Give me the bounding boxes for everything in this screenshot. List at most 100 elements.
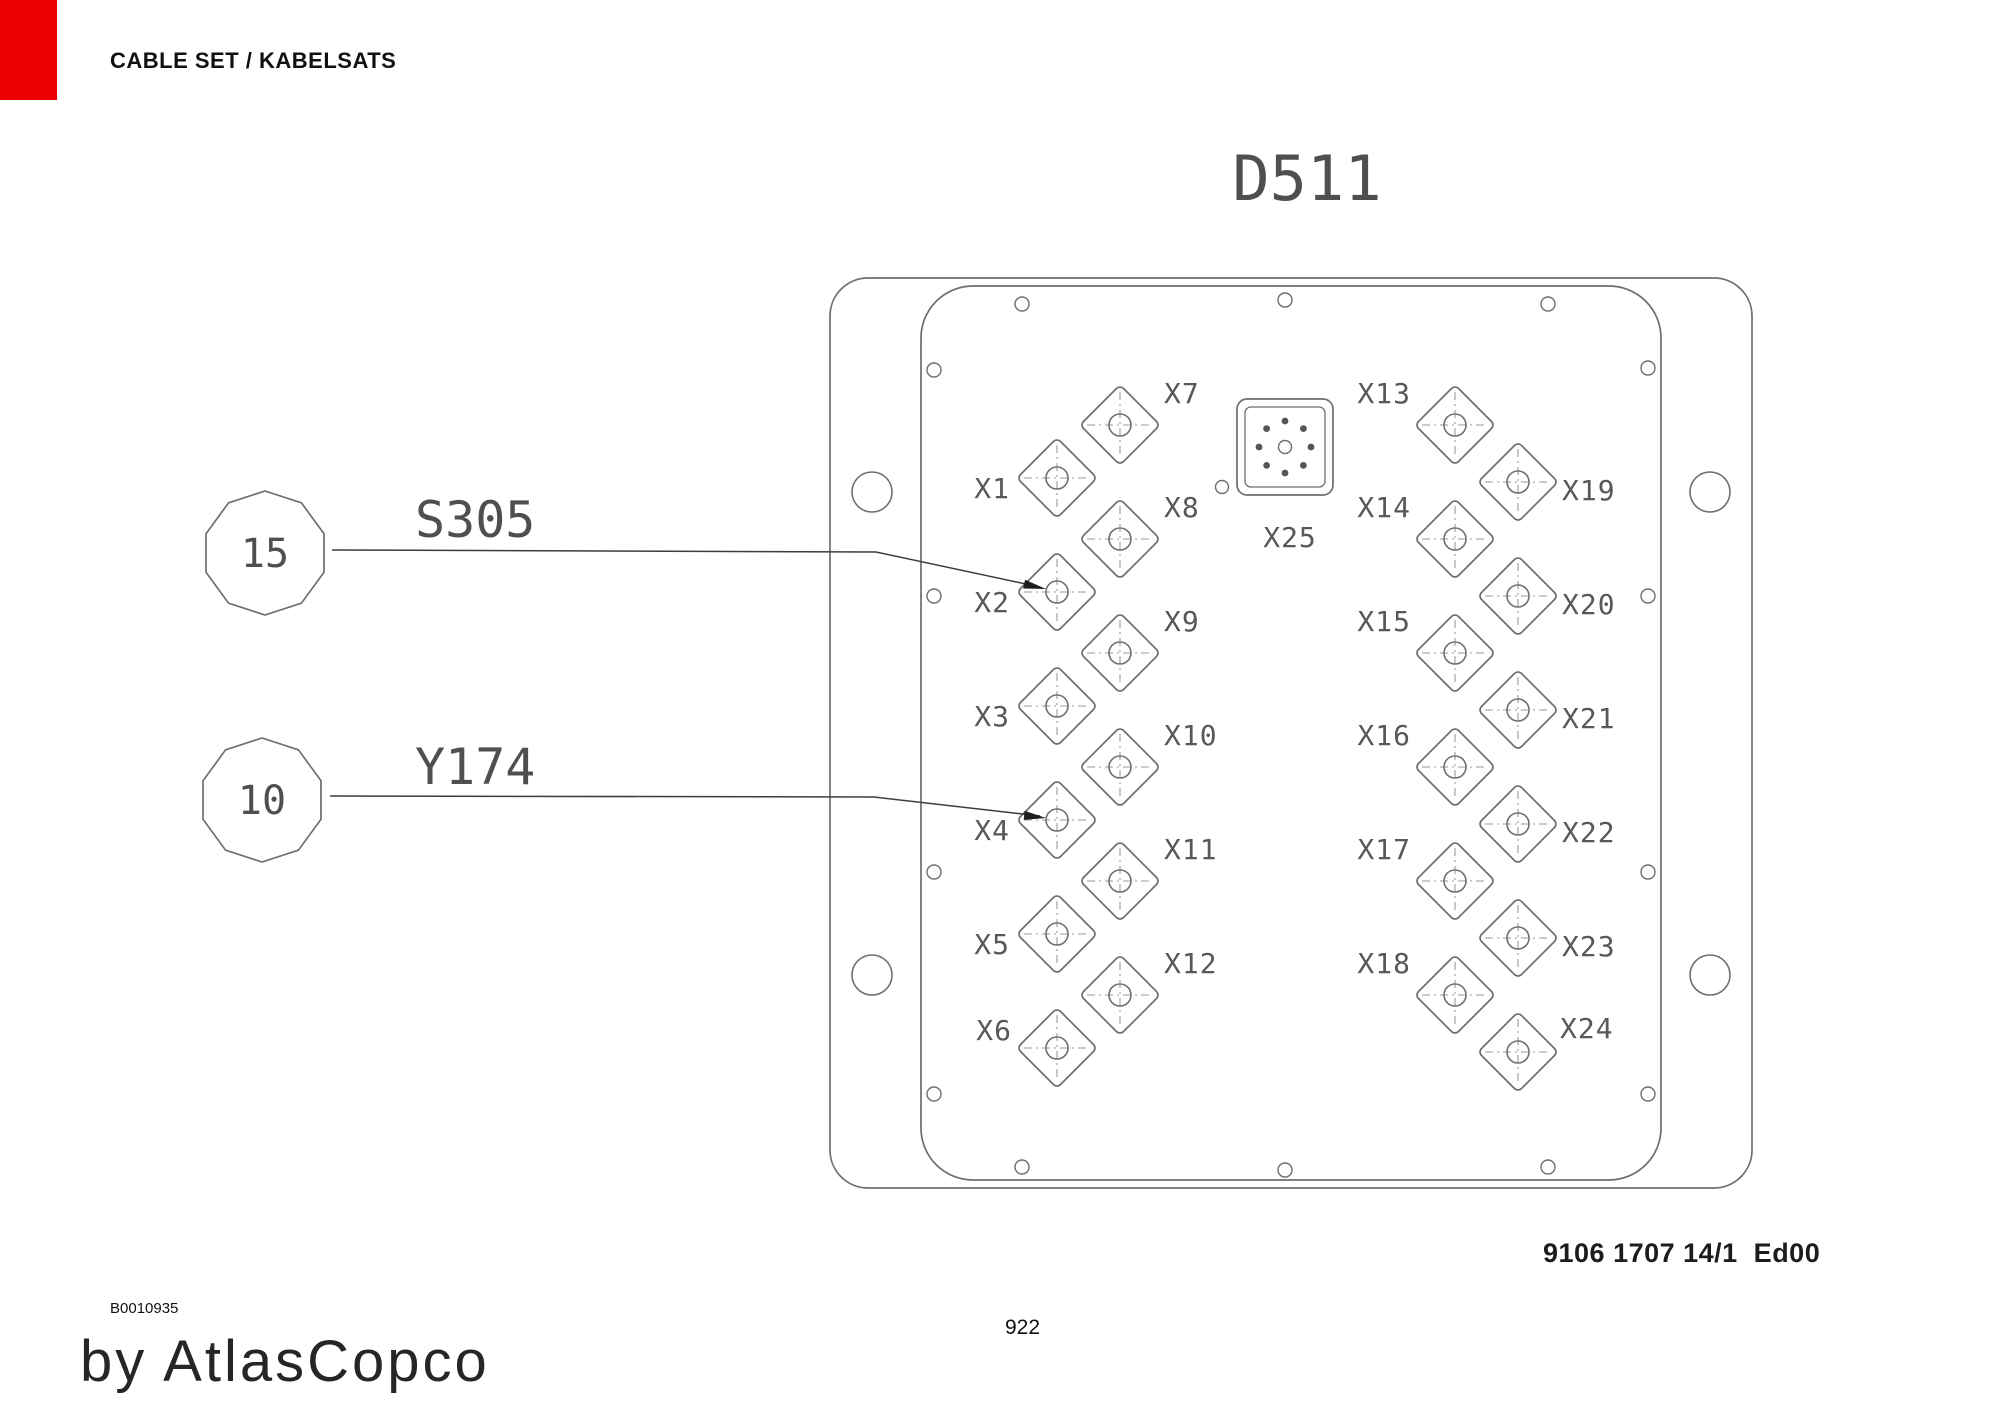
- connector-shape: [1477, 669, 1559, 751]
- drawing-reference: 9106 1707 14/1 Ed00: [1543, 1238, 1821, 1268]
- connector-x14: X14: [1357, 491, 1496, 580]
- panel-outline: [829, 277, 1753, 1189]
- connector-shape: [1016, 1007, 1098, 1089]
- connector-x8: X8: [1079, 491, 1200, 580]
- connector-label: X21: [1562, 702, 1616, 735]
- connector-shape: [1414, 498, 1496, 580]
- connector-label: X24: [1560, 1012, 1614, 1045]
- connector-shape: [1079, 726, 1161, 808]
- screw-hole: [1640, 864, 1656, 880]
- connector-label: X25: [1263, 521, 1317, 554]
- connector-x13: X13: [1357, 377, 1496, 466]
- connector-shape: [1016, 437, 1098, 519]
- connector-shape: [1079, 498, 1161, 580]
- connector-x3: X3: [974, 665, 1098, 747]
- page-number: 922: [1005, 1316, 1041, 1339]
- connector-label: X2: [974, 586, 1010, 619]
- connector-shape: [1477, 897, 1559, 979]
- arrowhead-icon: [1023, 810, 1046, 820]
- connector-shape: [1079, 384, 1161, 466]
- screw-hole: [1277, 292, 1293, 308]
- connector-x15: X15: [1357, 605, 1496, 694]
- connector-label: X14: [1357, 491, 1411, 524]
- connector-label: X7: [1164, 377, 1200, 410]
- connector-x18: X18: [1357, 947, 1496, 1036]
- connector-shape: [1414, 954, 1496, 1036]
- connector-x2: X2: [974, 551, 1098, 633]
- connector-shape: [1236, 398, 1334, 496]
- connector-x6: X6: [976, 1007, 1098, 1089]
- connector-label: X16: [1357, 719, 1411, 752]
- panel-outer-plate: [829, 277, 1753, 1189]
- connector-shape: [1414, 384, 1496, 466]
- connector-x7: X7: [1079, 377, 1200, 466]
- screw-hole: [1540, 1159, 1556, 1175]
- mounting-hole: [1689, 954, 1731, 996]
- connector-label: X18: [1357, 947, 1411, 980]
- mounting-hole: [1689, 471, 1731, 513]
- connector-label: X10: [1164, 719, 1218, 752]
- connector-shape: [1079, 954, 1161, 1036]
- connector-shape: [1079, 840, 1161, 922]
- connector-shape: [1414, 726, 1496, 808]
- callout-code: Y174: [415, 738, 535, 796]
- mounting-holes: [851, 471, 1731, 996]
- connector-label: X20: [1562, 588, 1616, 621]
- connector-x4: X4: [974, 779, 1098, 861]
- connector-shape: [1477, 441, 1559, 523]
- leader-line: [331, 549, 1041, 588]
- connector-label: X8: [1164, 491, 1200, 524]
- connector-label: X9: [1164, 605, 1200, 638]
- connector-shape: [1477, 783, 1559, 865]
- panel-inner-plate: [920, 285, 1662, 1181]
- connector-label: X3: [974, 700, 1010, 733]
- connector-shape: [1414, 840, 1496, 922]
- screw-hole: [1640, 588, 1656, 604]
- connector-shape: [1016, 893, 1098, 975]
- connector-x21: X21: [1477, 669, 1616, 751]
- callout-y174: 10 Y174: [202, 737, 1046, 863]
- connector-inner-frame: [1244, 406, 1326, 488]
- document-code: B0010935: [110, 1300, 179, 1317]
- connector-label: X4: [974, 814, 1010, 847]
- screw-hole: [1014, 296, 1030, 312]
- connector-x22: X22: [1477, 783, 1615, 865]
- connector-label: X23: [1562, 930, 1616, 963]
- connector-x20: X20: [1477, 555, 1616, 637]
- connector-x12: X12: [1079, 947, 1217, 1036]
- screw-hole: [1214, 479, 1230, 495]
- connector-shape: [1079, 612, 1161, 694]
- connector-x19: X19: [1477, 441, 1616, 523]
- screw-hole: [1540, 296, 1556, 312]
- screw-hole: [1640, 1086, 1656, 1102]
- connector-label: X17: [1357, 833, 1411, 866]
- connector-x10: X10: [1079, 719, 1218, 808]
- callout-code: S305: [415, 491, 535, 549]
- screw-hole: [1640, 360, 1656, 376]
- page-title: CABLE SET / KABELSATS: [110, 48, 397, 73]
- connector-label: X11: [1164, 833, 1218, 866]
- center-pin: [1277, 439, 1293, 455]
- connector-x25: X25: [1236, 398, 1334, 554]
- connector-label: X5: [974, 928, 1010, 961]
- pin-dots: [1255, 417, 1315, 477]
- connector-shape: [1016, 779, 1098, 861]
- connector-x1: X1: [974, 437, 1098, 519]
- connector-shape: [1016, 551, 1098, 633]
- connector-shape: [1016, 665, 1098, 747]
- connector-label: X19: [1562, 474, 1616, 507]
- screw-hole: [926, 864, 942, 880]
- connector-x23: X23: [1477, 897, 1616, 979]
- connector-x5: X5: [974, 893, 1098, 975]
- mounting-hole: [851, 954, 893, 996]
- screw-holes: [926, 292, 1656, 1178]
- callout-number: 15: [241, 531, 289, 577]
- screw-hole: [1277, 1162, 1293, 1178]
- callout-s305: 15 S305: [205, 490, 1046, 616]
- connector-shape: [1414, 612, 1496, 694]
- connector-shape: [1477, 555, 1559, 637]
- connector-label: X6: [976, 1014, 1012, 1047]
- connector-x24: X24: [1477, 1011, 1614, 1093]
